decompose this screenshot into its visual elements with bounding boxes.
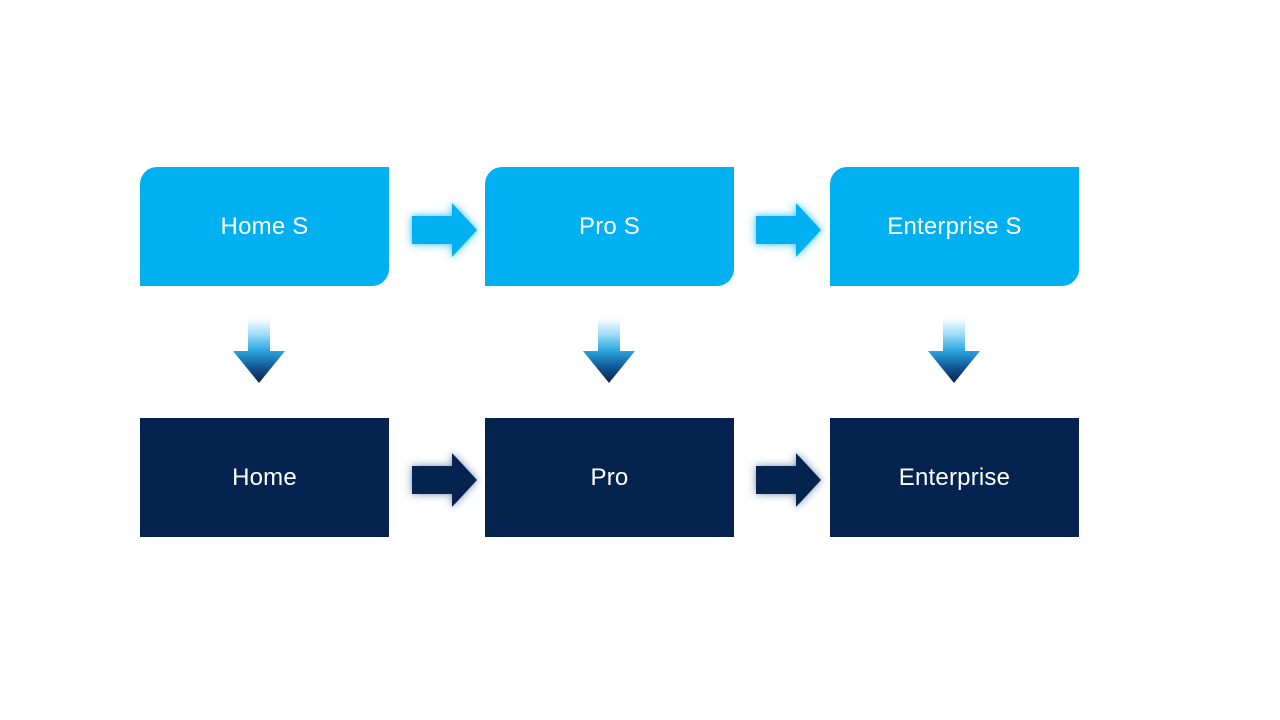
box-enterprise: Enterprise (830, 418, 1079, 537)
right-arrow-icon (756, 452, 822, 508)
box-pro-s: Pro S (485, 167, 734, 286)
down-arrow-icon (928, 318, 980, 384)
box-home-s-label: Home S (220, 212, 309, 240)
box-enterprise-s: Enterprise S (830, 167, 1079, 286)
box-enterprise-s-label: Enterprise S (887, 212, 1022, 240)
box-home: Home (140, 418, 389, 537)
down-arrow-icon (233, 318, 285, 384)
right-arrow-icon (412, 202, 478, 258)
right-arrow-icon (412, 452, 478, 508)
box-home-s: Home S (140, 167, 389, 286)
box-pro: Pro (485, 418, 734, 537)
box-pro-label: Pro (590, 463, 629, 491)
box-home-label: Home (232, 463, 297, 491)
down-arrow-icon (583, 318, 635, 384)
box-pro-s-label: Pro S (578, 212, 641, 240)
right-arrow-icon (756, 202, 822, 258)
box-enterprise-label: Enterprise (898, 463, 1011, 491)
